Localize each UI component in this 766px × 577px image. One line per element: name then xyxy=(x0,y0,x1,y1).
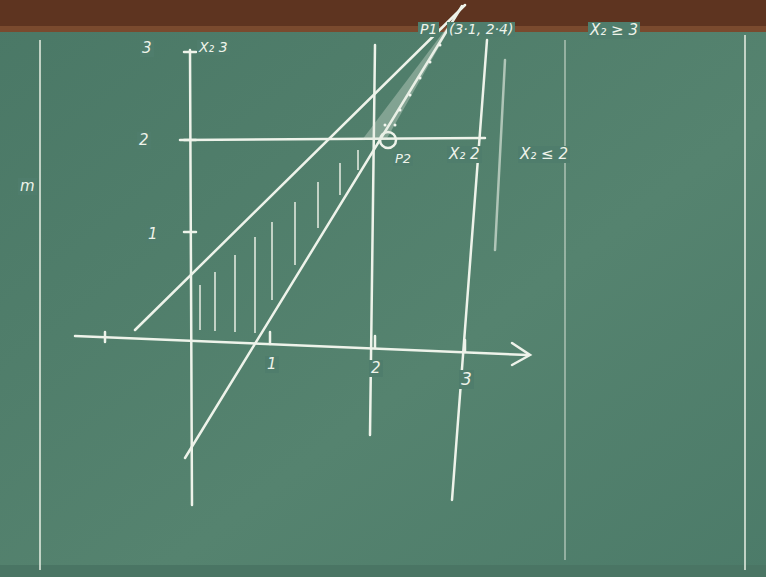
constraint-label: X₂ 3 xyxy=(197,40,230,55)
axis-tick-label: 2 xyxy=(137,132,151,149)
coordinate-label: (3·1, 2·4) xyxy=(447,22,515,37)
axis-tick-label: 1 xyxy=(146,226,160,243)
constraint-label: X₂ ≥ 3 xyxy=(588,22,640,39)
margin-mark: m xyxy=(18,178,37,195)
axis-tick-label: 3 xyxy=(459,370,474,389)
axis-tick-label: 1 xyxy=(265,356,279,373)
constraint-label: X₂ 2 xyxy=(447,146,482,163)
point-label: P2 xyxy=(393,152,413,166)
axis-tick-label: 2 xyxy=(369,360,383,377)
point-label: P1 xyxy=(418,22,439,37)
constraint-label: X₂ ≤ 2 xyxy=(518,146,570,163)
axis-tick-label: 3 xyxy=(140,40,154,57)
